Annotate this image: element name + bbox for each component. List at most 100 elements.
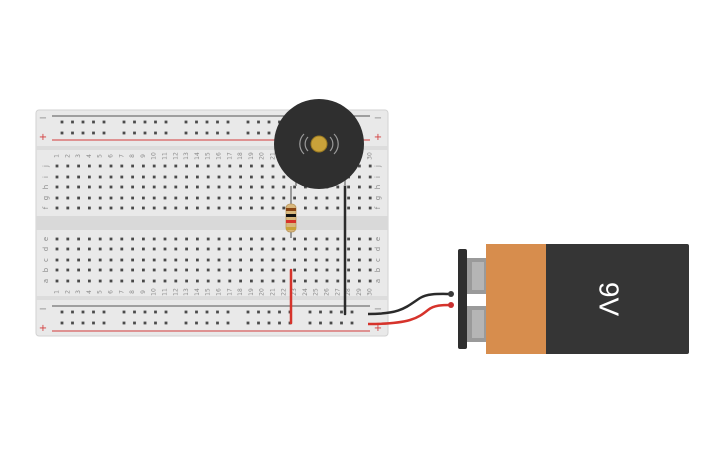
terminal-hole[interactable] <box>314 237 318 241</box>
terminal-hole[interactable] <box>152 185 156 189</box>
terminal-hole[interactable] <box>293 247 296 251</box>
rail-hole[interactable] <box>195 310 198 314</box>
rail-hole[interactable] <box>81 131 85 135</box>
terminal-hole[interactable] <box>271 279 275 283</box>
terminal-hole[interactable] <box>185 279 188 283</box>
terminal-hole[interactable] <box>120 196 124 200</box>
terminal-hole[interactable] <box>88 237 91 241</box>
terminal-hole[interactable] <box>66 185 70 189</box>
terminal-hole[interactable] <box>304 258 307 262</box>
terminal-hole[interactable] <box>228 196 232 200</box>
terminal-hole[interactable] <box>131 247 134 251</box>
terminal-hole[interactable] <box>196 247 199 251</box>
rail-hole[interactable] <box>267 310 271 314</box>
terminal-hole[interactable] <box>304 237 307 241</box>
rail-hole[interactable] <box>122 131 126 135</box>
terminal-hole[interactable] <box>206 268 210 272</box>
terminal-hole[interactable] <box>228 258 232 262</box>
terminal-hole[interactable] <box>66 258 70 262</box>
terminal-hole[interactable] <box>250 185 253 189</box>
terminal-hole[interactable] <box>66 268 70 272</box>
rail-hole[interactable] <box>257 321 260 325</box>
terminal-hole[interactable] <box>239 279 242 283</box>
terminal-hole[interactable] <box>260 279 264 283</box>
terminal-hole[interactable] <box>152 196 156 200</box>
terminal-hole[interactable] <box>196 175 199 179</box>
terminal-hole[interactable] <box>131 279 134 283</box>
terminal-hole[interactable] <box>260 196 264 200</box>
rail-hole[interactable] <box>184 120 188 124</box>
terminal-hole[interactable] <box>109 185 113 189</box>
rail-hole[interactable] <box>60 120 64 124</box>
terminal-hole[interactable] <box>325 237 329 241</box>
terminal-hole[interactable] <box>120 206 124 210</box>
rail-hole[interactable] <box>102 310 106 314</box>
terminal-hole[interactable] <box>358 185 361 189</box>
rail-hole[interactable] <box>71 120 74 124</box>
rail-hole[interactable] <box>143 310 147 314</box>
terminal-hole[interactable] <box>271 247 275 251</box>
terminal-hole[interactable] <box>174 237 178 241</box>
terminal-hole[interactable] <box>293 237 296 241</box>
terminal-hole[interactable] <box>336 258 340 262</box>
terminal-hole[interactable] <box>358 247 361 251</box>
terminal-hole[interactable] <box>66 279 70 283</box>
terminal-hole[interactable] <box>368 206 372 210</box>
terminal-hole[interactable] <box>196 268 199 272</box>
rail-hole[interactable] <box>267 120 271 124</box>
terminal-hole[interactable] <box>55 206 59 210</box>
rail-hole[interactable] <box>81 120 85 124</box>
terminal-hole[interactable] <box>314 206 318 210</box>
terminal-hole[interactable] <box>163 164 167 168</box>
rail-hole[interactable] <box>216 321 219 325</box>
rail-hole[interactable] <box>81 310 85 314</box>
terminal-hole[interactable] <box>293 185 296 189</box>
terminal-hole[interactable] <box>152 164 156 168</box>
terminal-hole[interactable] <box>185 196 188 200</box>
terminal-hole[interactable] <box>206 237 210 241</box>
terminal-hole[interactable] <box>120 185 124 189</box>
terminal-hole[interactable] <box>174 206 178 210</box>
terminal-hole[interactable] <box>250 196 253 200</box>
rail-hole[interactable] <box>278 120 281 124</box>
terminal-hole[interactable] <box>347 279 350 283</box>
rail-hole[interactable] <box>319 321 322 325</box>
terminal-hole[interactable] <box>282 279 286 283</box>
terminal-hole[interactable] <box>66 237 70 241</box>
rail-hole[interactable] <box>329 310 333 314</box>
terminal-hole[interactable] <box>185 175 188 179</box>
rail-hole[interactable] <box>71 321 74 325</box>
rail-hole[interactable] <box>205 131 209 135</box>
terminal-hole[interactable] <box>55 175 59 179</box>
terminal-hole[interactable] <box>250 268 253 272</box>
terminal-hole[interactable] <box>347 258 350 262</box>
rail-hole[interactable] <box>216 310 219 314</box>
rail-hole[interactable] <box>143 120 147 124</box>
terminal-hole[interactable] <box>120 175 124 179</box>
terminal-hole[interactable] <box>174 247 178 251</box>
terminal-hole[interactable] <box>88 196 91 200</box>
terminal-hole[interactable] <box>77 247 80 251</box>
terminal-hole[interactable] <box>88 206 91 210</box>
terminal-hole[interactable] <box>217 247 221 251</box>
terminal-hole[interactable] <box>239 268 242 272</box>
terminal-hole[interactable] <box>185 247 188 251</box>
terminal-hole[interactable] <box>325 206 329 210</box>
rail-hole[interactable] <box>133 120 136 124</box>
terminal-hole[interactable] <box>142 164 145 168</box>
terminal-hole[interactable] <box>358 268 361 272</box>
rail-hole[interactable] <box>278 321 281 325</box>
terminal-hole[interactable] <box>282 258 286 262</box>
terminal-hole[interactable] <box>55 196 59 200</box>
terminal-hole[interactable] <box>260 258 264 262</box>
terminal-hole[interactable] <box>325 268 329 272</box>
terminal-hole[interactable] <box>368 258 372 262</box>
terminal-hole[interactable] <box>271 185 275 189</box>
terminal-hole[interactable] <box>314 258 318 262</box>
terminal-hole[interactable] <box>55 247 59 251</box>
terminal-hole[interactable] <box>250 237 253 241</box>
terminal-hole[interactable] <box>368 237 372 241</box>
terminal-hole[interactable] <box>196 196 199 200</box>
terminal-hole[interactable] <box>109 279 113 283</box>
rail-hole[interactable] <box>154 120 157 124</box>
